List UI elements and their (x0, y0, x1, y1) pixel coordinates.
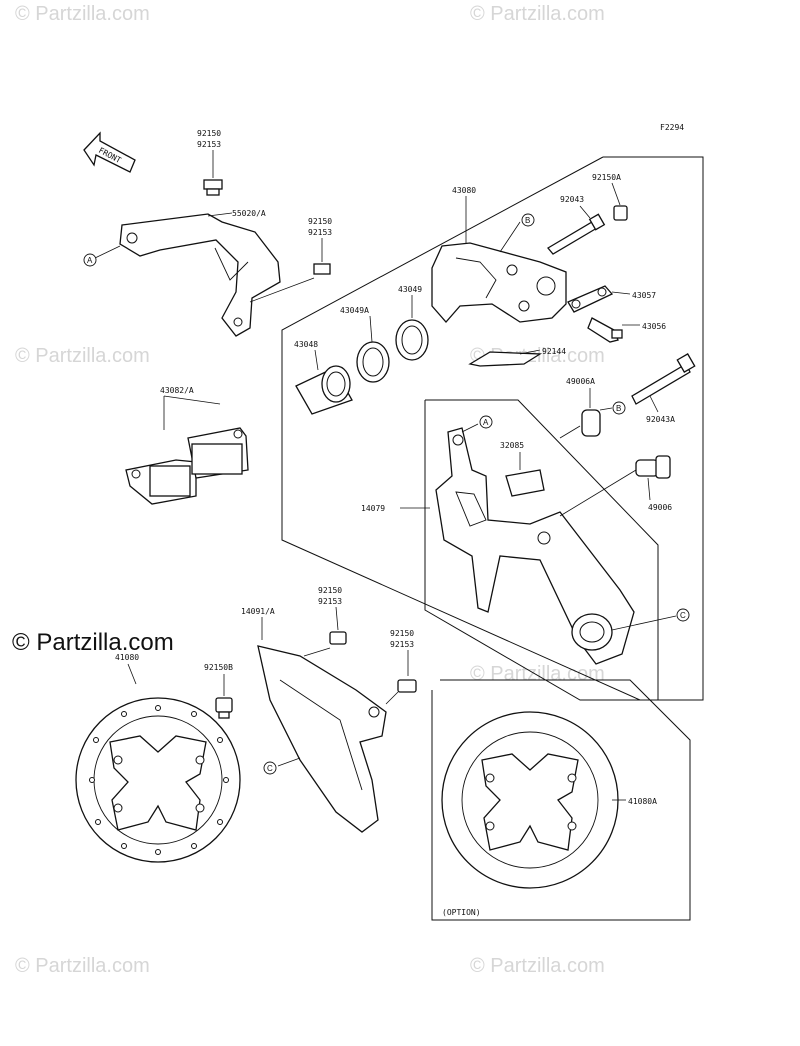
ref-circle-b-caliper (521, 213, 535, 227)
ref-circle-a-bracket (83, 253, 97, 267)
option-disc-outline (431, 679, 691, 921)
ref-circle-a-bracket2 (479, 415, 493, 429)
label-92150-mid: 92150 (308, 217, 332, 226)
ref-circle-c-bracket (676, 608, 690, 622)
bolt-92150-low (385, 679, 417, 705)
label-43049: 43049 (398, 285, 422, 294)
label-92043A: 92043A (646, 415, 675, 424)
plug-92150A (613, 205, 628, 221)
label-92153-top: 92153 (197, 140, 221, 149)
ref-circle-b-pin (612, 401, 626, 415)
label-92150-guard: 92150 (318, 586, 342, 595)
label-43056: 43056 (642, 322, 666, 331)
brake-disc-41080 (75, 697, 241, 863)
boot-49006A (559, 409, 601, 439)
watermark-large: © Partzilla.com (12, 629, 174, 656)
ref-a-bracket2: A (483, 418, 489, 427)
watermark-mid-left: © Partzilla.com (15, 345, 150, 367)
label-92153-mid: 92153 (308, 228, 332, 237)
brake-pad-front (125, 459, 197, 505)
label-92144: 92144 (542, 347, 566, 356)
bracket-assembly-outline (424, 399, 659, 701)
caliper-body (431, 242, 567, 323)
bleeder-43056 (587, 317, 623, 343)
caliper-bracket-14079 (435, 427, 635, 665)
bolt-92150-guard (303, 631, 347, 657)
pad-spring-92144 (468, 351, 543, 367)
brake-disc-41080A (441, 711, 619, 889)
label-43082: 43082/A (160, 386, 194, 395)
label-92150-low: 92150 (390, 629, 414, 638)
front-arrow-icon: FRONT (83, 131, 136, 173)
label-49006A: 49006A (566, 377, 595, 386)
ref-c-bracket: C (680, 611, 686, 620)
label-92150A: 92150A (592, 173, 621, 182)
ref-b-caliper: B (525, 216, 530, 225)
label-92150B: 92150B (204, 663, 233, 672)
pad-guide-32085 (505, 469, 545, 497)
label-92043: 92043 (560, 195, 584, 204)
ref-b-pin: B (616, 404, 621, 413)
ref-c-guard: C (267, 764, 273, 773)
watermark-bottom-left: © Partzilla.com (15, 955, 150, 977)
label-14079: 14079 (361, 504, 385, 513)
label-41080A: 41080A (628, 797, 657, 806)
watermark-bottom-right: © Partzilla.com (470, 955, 605, 977)
seal-43049A (356, 341, 390, 383)
gasket-43057 (567, 285, 614, 313)
pin-92043A (631, 353, 696, 405)
label-43049A: 43049A (340, 306, 369, 315)
diagram-code: F2294 (660, 123, 684, 132)
ref-a-bracket: A (87, 256, 93, 265)
label-43048: 43048 (294, 340, 318, 349)
label-49006: 49006 (648, 503, 672, 512)
option-label: (OPTION) (442, 908, 481, 917)
bolt-92150B (215, 697, 233, 719)
disc-guard-14091 (257, 645, 387, 833)
boot-49006 (559, 455, 671, 517)
label-92153-guard: 92153 (318, 597, 342, 606)
label-43057: 43057 (632, 291, 656, 300)
brake-pedal-bracket (119, 213, 281, 337)
label-92150-top: 92150 (197, 129, 221, 138)
slide-pin-92043 (547, 213, 606, 255)
label-55020: 55020/A (232, 209, 266, 218)
watermark-top-left: © Partzilla.com (15, 3, 150, 25)
watermark-low-right: © Partzilla.com (470, 663, 605, 685)
label-43080: 43080 (452, 186, 476, 195)
seal-43049 (395, 319, 429, 361)
piston-43048 (295, 365, 353, 415)
label-32085: 32085 (500, 441, 524, 450)
watermark-top-right: © Partzilla.com (470, 3, 605, 25)
label-92153-low: 92153 (390, 640, 414, 649)
bolt-92150-mid (249, 263, 331, 303)
bolt-92150-top (203, 179, 223, 196)
label-41080: 41080 (115, 653, 139, 662)
ref-circle-c-guard (263, 761, 277, 775)
label-14091: 14091/A (241, 607, 275, 616)
caliper-assembly-outline (281, 156, 704, 701)
brake-pad-rear (187, 427, 249, 479)
